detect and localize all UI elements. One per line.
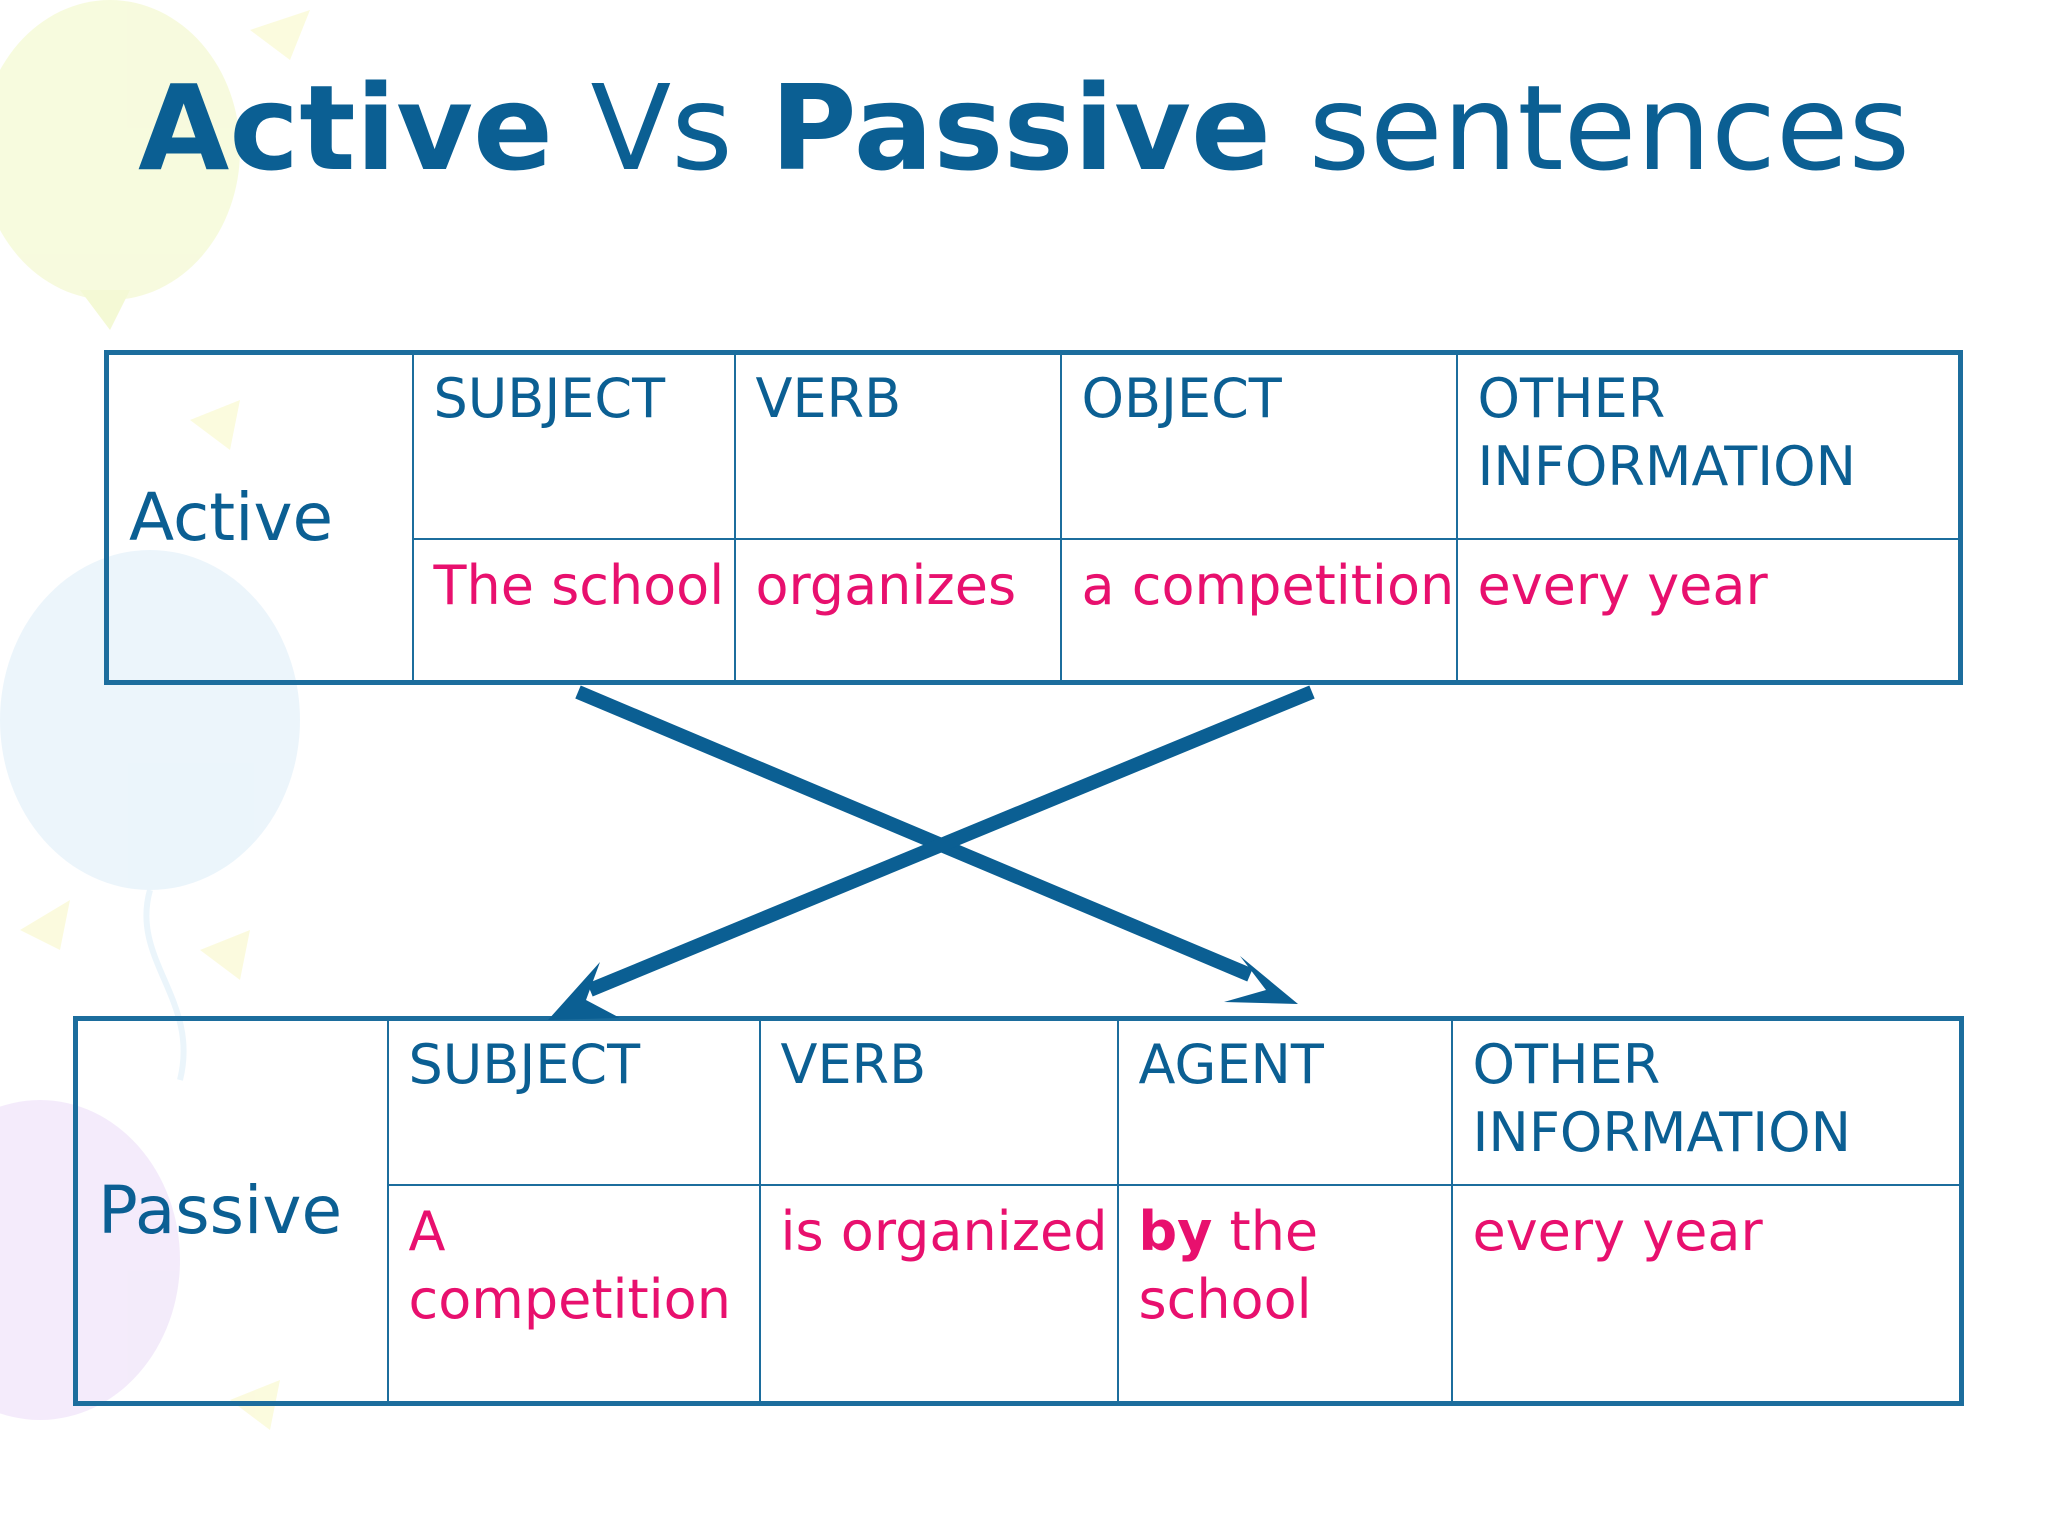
passive-other-value: every year: [1450, 1183, 1963, 1405]
active-verb-value: organizes: [733, 537, 1062, 684]
title-passive-word: Passive: [770, 59, 1272, 197]
active-header-verb: VERB: [733, 351, 1062, 540]
title-sentences-word: sentences: [1271, 59, 1911, 197]
agent-rest-text: the school: [1138, 1199, 1319, 1331]
active-value-row: The school organizes a competition every…: [107, 537, 1962, 684]
active-row-label: Active: [105, 351, 414, 684]
passive-agent-value: by the school: [1116, 1183, 1453, 1405]
active-other-value: every year: [1455, 537, 1962, 684]
slide-title: Active Vs Passive sentences: [0, 58, 2048, 198]
passive-value-row: A competition is organized by the school…: [76, 1183, 1963, 1405]
active-subject-value: The school: [411, 537, 736, 684]
active-header-object: OBJECT: [1059, 351, 1458, 540]
active-header-subject: SUBJECT: [411, 351, 736, 540]
agent-by-keyword: by: [1138, 1199, 1213, 1263]
active-header-row: Active SUBJECT VERB OBJECT OTHER INFORMA…: [105, 351, 1962, 684]
passive-header-other-information: OTHER INFORMATION: [1450, 1017, 1963, 1186]
passive-row-label: Passive: [74, 1017, 389, 1405]
active-header-other-information: OTHER INFORMATION: [1455, 351, 1962, 540]
passive-header-subject: SUBJECT: [386, 1017, 761, 1186]
title-active-word: Active: [137, 59, 554, 197]
passive-table: Passive SUBJECT VERB AGENT OTHER INFORMA…: [73, 1016, 1964, 1406]
passive-header-verb: VERB: [758, 1017, 1119, 1186]
active-object-value: a competition: [1059, 537, 1458, 684]
passive-header-row: Passive SUBJECT VERB AGENT OTHER INFORMA…: [74, 1017, 1963, 1405]
active-table: Active SUBJECT VERB OBJECT OTHER INFORMA…: [104, 350, 1963, 685]
passive-subject-value: A competition: [386, 1183, 761, 1405]
passive-header-agent: AGENT: [1116, 1017, 1453, 1186]
title-vs-word: Vs: [553, 59, 771, 197]
passive-verb-value: is organized: [758, 1183, 1119, 1405]
